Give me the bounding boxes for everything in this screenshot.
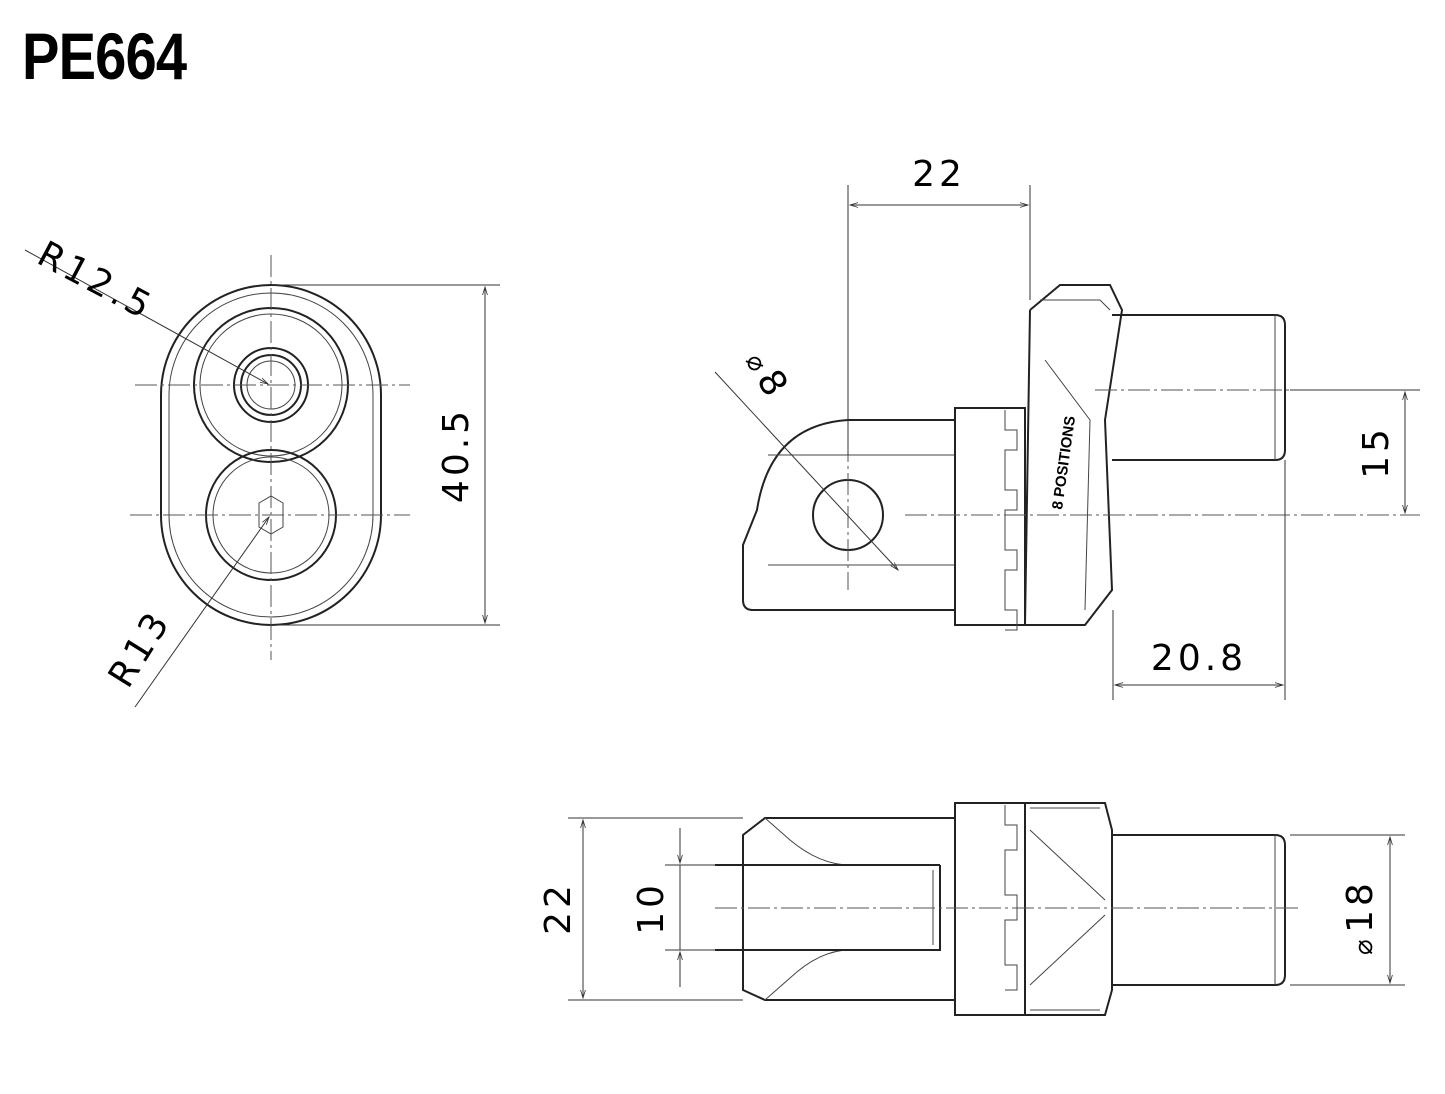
dimension-shaft-length: 20.8	[1151, 638, 1247, 679]
dimension-offset: 15	[1356, 425, 1397, 479]
dimension-slot-width: 10	[631, 881, 672, 935]
front-view: 40.5 R12.5 R13	[24, 234, 500, 708]
part-number-title: PE664	[22, 19, 187, 93]
dimension-height: 40.5	[436, 407, 477, 503]
dimension-radius-bottom: R13	[101, 603, 180, 695]
diameter-symbol: ⌀	[1349, 935, 1379, 955]
side-view: 8 POSITIONS 22 15 20.8 ⌀ 8	[714, 154, 1420, 700]
dimension-radius-top: R12.5	[31, 234, 161, 329]
dimension-shaft-diameter: 18	[1340, 879, 1381, 933]
positions-label: 8 POSITIONS	[1049, 415, 1079, 511]
dimension-top-width: 22	[538, 881, 579, 935]
top-view: 22 10 ⌀ 18	[538, 802, 1405, 1016]
dimension-side-width: 22	[912, 154, 966, 195]
